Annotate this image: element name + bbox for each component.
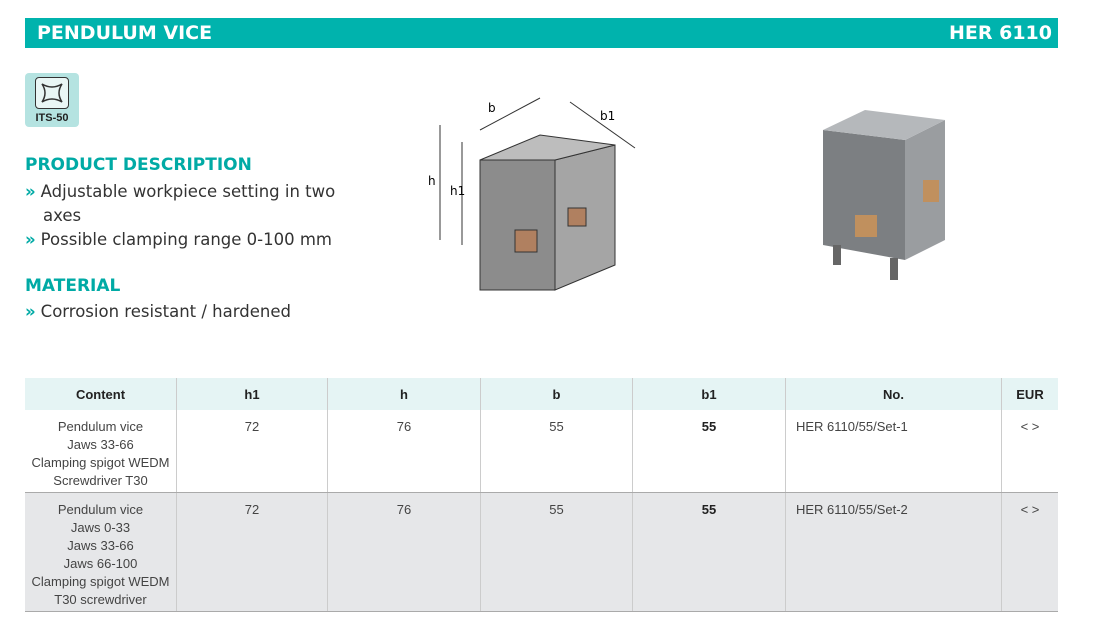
col-b1: b1 xyxy=(632,378,786,410)
col-h: h xyxy=(327,378,481,410)
technical-drawing: h h1 b b1 xyxy=(428,97,636,291)
col-b: b xyxy=(480,378,633,410)
product-photo xyxy=(823,110,945,280)
h-cell: 76 xyxy=(327,492,481,612)
product-code: HER 6110 xyxy=(948,22,1052,44)
dimension-b-label: b xyxy=(488,101,496,115)
col-no: No. xyxy=(785,378,1002,410)
dimension-b1-label: b1 xyxy=(600,109,615,123)
its-50-badge: ITS-50 xyxy=(25,73,79,127)
col-h1: h1 xyxy=(176,378,328,410)
page-title: PENDULUM VICE xyxy=(37,22,213,44)
product-description-heading: PRODUCT DESCRIPTION xyxy=(25,155,252,175)
dimension-h1-label: h1 xyxy=(450,184,465,198)
col-content: Content xyxy=(25,378,177,410)
title-banner: PENDULUM VICE HER 6110 xyxy=(25,18,1058,48)
b1-cell: 55 xyxy=(632,492,786,612)
b-cell: 55 xyxy=(480,410,633,493)
clamping-system-icon xyxy=(35,77,69,109)
list-item-continuation: axes xyxy=(43,206,82,225)
material-list: »Corrosion resistant / hardened xyxy=(25,300,355,324)
col-eur: EUR xyxy=(1001,378,1058,410)
b-cell: 55 xyxy=(480,492,633,612)
b1-cell: 55 xyxy=(632,410,786,493)
price-cell: < > xyxy=(1001,492,1058,612)
list-item: »Corrosion resistant / hardened xyxy=(25,302,291,321)
h1-cell: 72 xyxy=(176,492,328,612)
price-cell: < > xyxy=(1001,410,1058,493)
material-heading: MATERIAL xyxy=(25,276,121,296)
list-item: »Adjustable workpiece setting in two xyxy=(25,182,336,201)
order-number-cell: HER 6110/55/Set-2 xyxy=(785,492,1002,612)
h-cell: 76 xyxy=(327,410,481,493)
badge-label: ITS-50 xyxy=(35,112,69,124)
dimension-h-label: h xyxy=(428,174,436,188)
description-list: »Adjustable workpiece setting in two axe… xyxy=(25,180,355,252)
order-number-cell: HER 6110/55/Set-1 xyxy=(785,410,1002,493)
list-item: »Possible clamping range 0-100 mm xyxy=(25,230,332,249)
h1-cell: 72 xyxy=(176,410,328,493)
